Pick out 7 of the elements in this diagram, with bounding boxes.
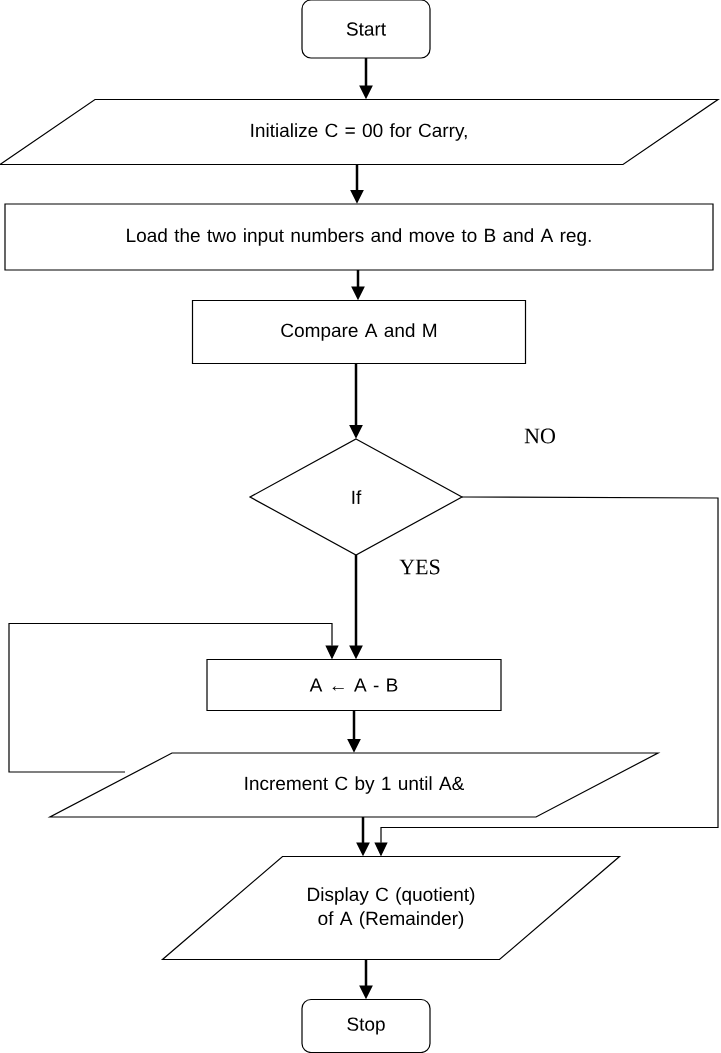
arrow bbox=[8, 622, 339, 773]
terminal-box: Stop bbox=[301, 998, 431, 1053]
process-box: A ← A - B bbox=[206, 658, 502, 712]
io-parallelogram: Initialize C = 00 for Carry, bbox=[0, 98, 720, 166]
process-box: Compare A and M bbox=[191, 299, 527, 365]
process-box: Load the two input numbers and move to B and A reg. bbox=[4, 203, 714, 271]
terminal-box: Start bbox=[301, 0, 431, 59]
